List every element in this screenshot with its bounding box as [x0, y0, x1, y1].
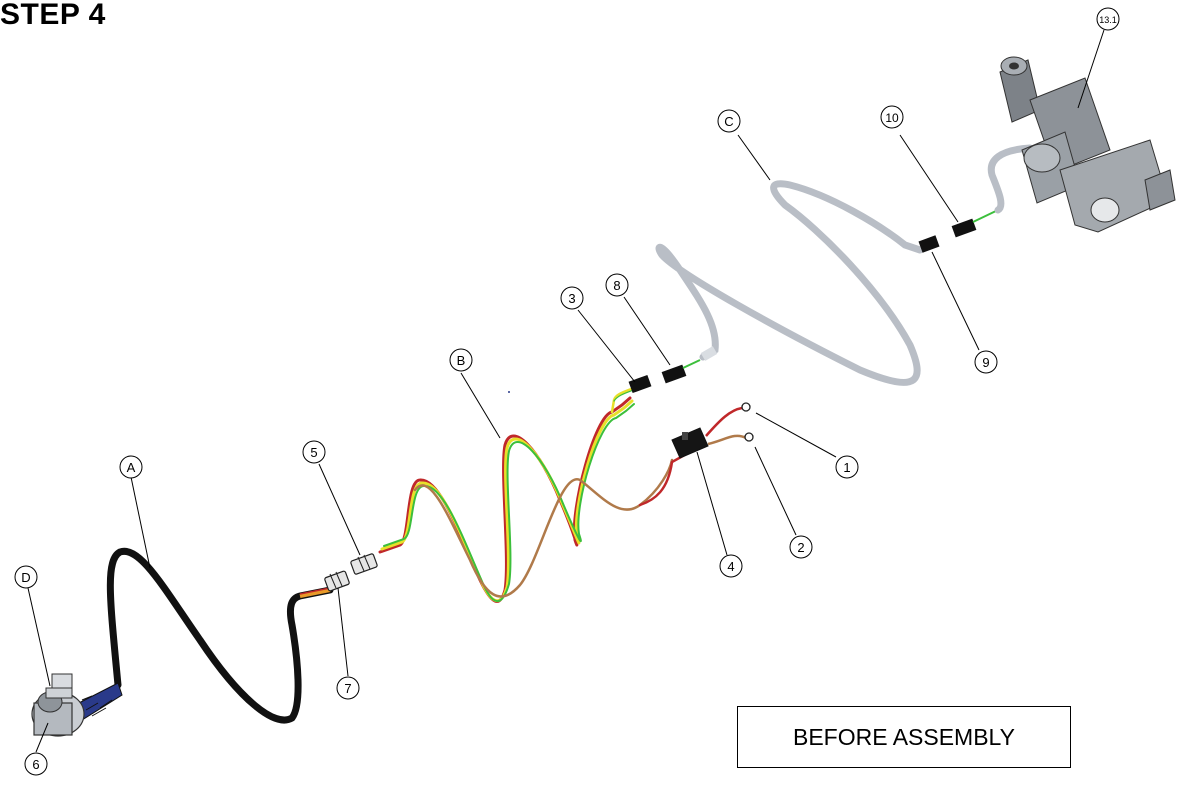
callout-a: A	[119, 455, 143, 479]
svg-text:7: 7	[344, 681, 351, 696]
callout-c: C	[717, 109, 741, 133]
svg-text:13.1: 13.1	[1099, 15, 1117, 25]
svg-text:4: 4	[727, 559, 734, 574]
svg-text:2: 2	[797, 540, 804, 555]
callout-8: 8	[605, 273, 629, 297]
fuse-block-4	[671, 402, 754, 459]
svg-text:C: C	[724, 114, 733, 129]
connector-5	[350, 553, 378, 575]
callout-2: 2	[789, 535, 813, 559]
actuator-13-1	[999, 56, 1176, 233]
connector-10	[951, 209, 999, 238]
svg-text:5: 5	[310, 445, 317, 460]
leader-lines	[27, 29, 1105, 753]
connector-8	[661, 359, 701, 384]
svg-text:D: D	[21, 570, 30, 585]
cable-a	[106, 547, 334, 724]
callout-4: 4	[719, 554, 743, 578]
callout-13-1: 13.1	[1096, 7, 1120, 31]
before-assembly-note: BEFORE ASSEMBLY	[737, 706, 1071, 768]
callout-5: 5	[302, 440, 326, 464]
callout-9: 9	[974, 350, 998, 374]
connector-3	[628, 374, 652, 394]
svg-text:A: A	[127, 460, 136, 475]
callout-7: 7	[336, 676, 360, 700]
harness-b	[378, 386, 692, 603]
svg-text:B: B	[457, 353, 466, 368]
svg-text:10: 10	[885, 111, 899, 125]
callout-b: B	[449, 348, 473, 372]
svg-text:6: 6	[32, 757, 39, 772]
svg-text:9: 9	[982, 355, 989, 370]
callout-3: 3	[560, 286, 584, 310]
step-title: STEP 4	[0, 0, 106, 31]
cable-c	[655, 180, 924, 386]
callout-10: 10	[880, 105, 904, 129]
plug-d	[31, 673, 123, 737]
callout-1: 1	[835, 455, 859, 479]
callout-6: 6	[24, 752, 48, 776]
connector-9	[918, 235, 940, 253]
svg-text:3: 3	[568, 291, 575, 306]
svg-text:8: 8	[613, 278, 620, 293]
note-label: BEFORE ASSEMBLY	[793, 723, 1015, 750]
svg-text:1: 1	[843, 460, 850, 475]
connector-7	[324, 570, 350, 592]
stray-dot	[508, 391, 510, 393]
callout-d: D	[14, 565, 38, 589]
